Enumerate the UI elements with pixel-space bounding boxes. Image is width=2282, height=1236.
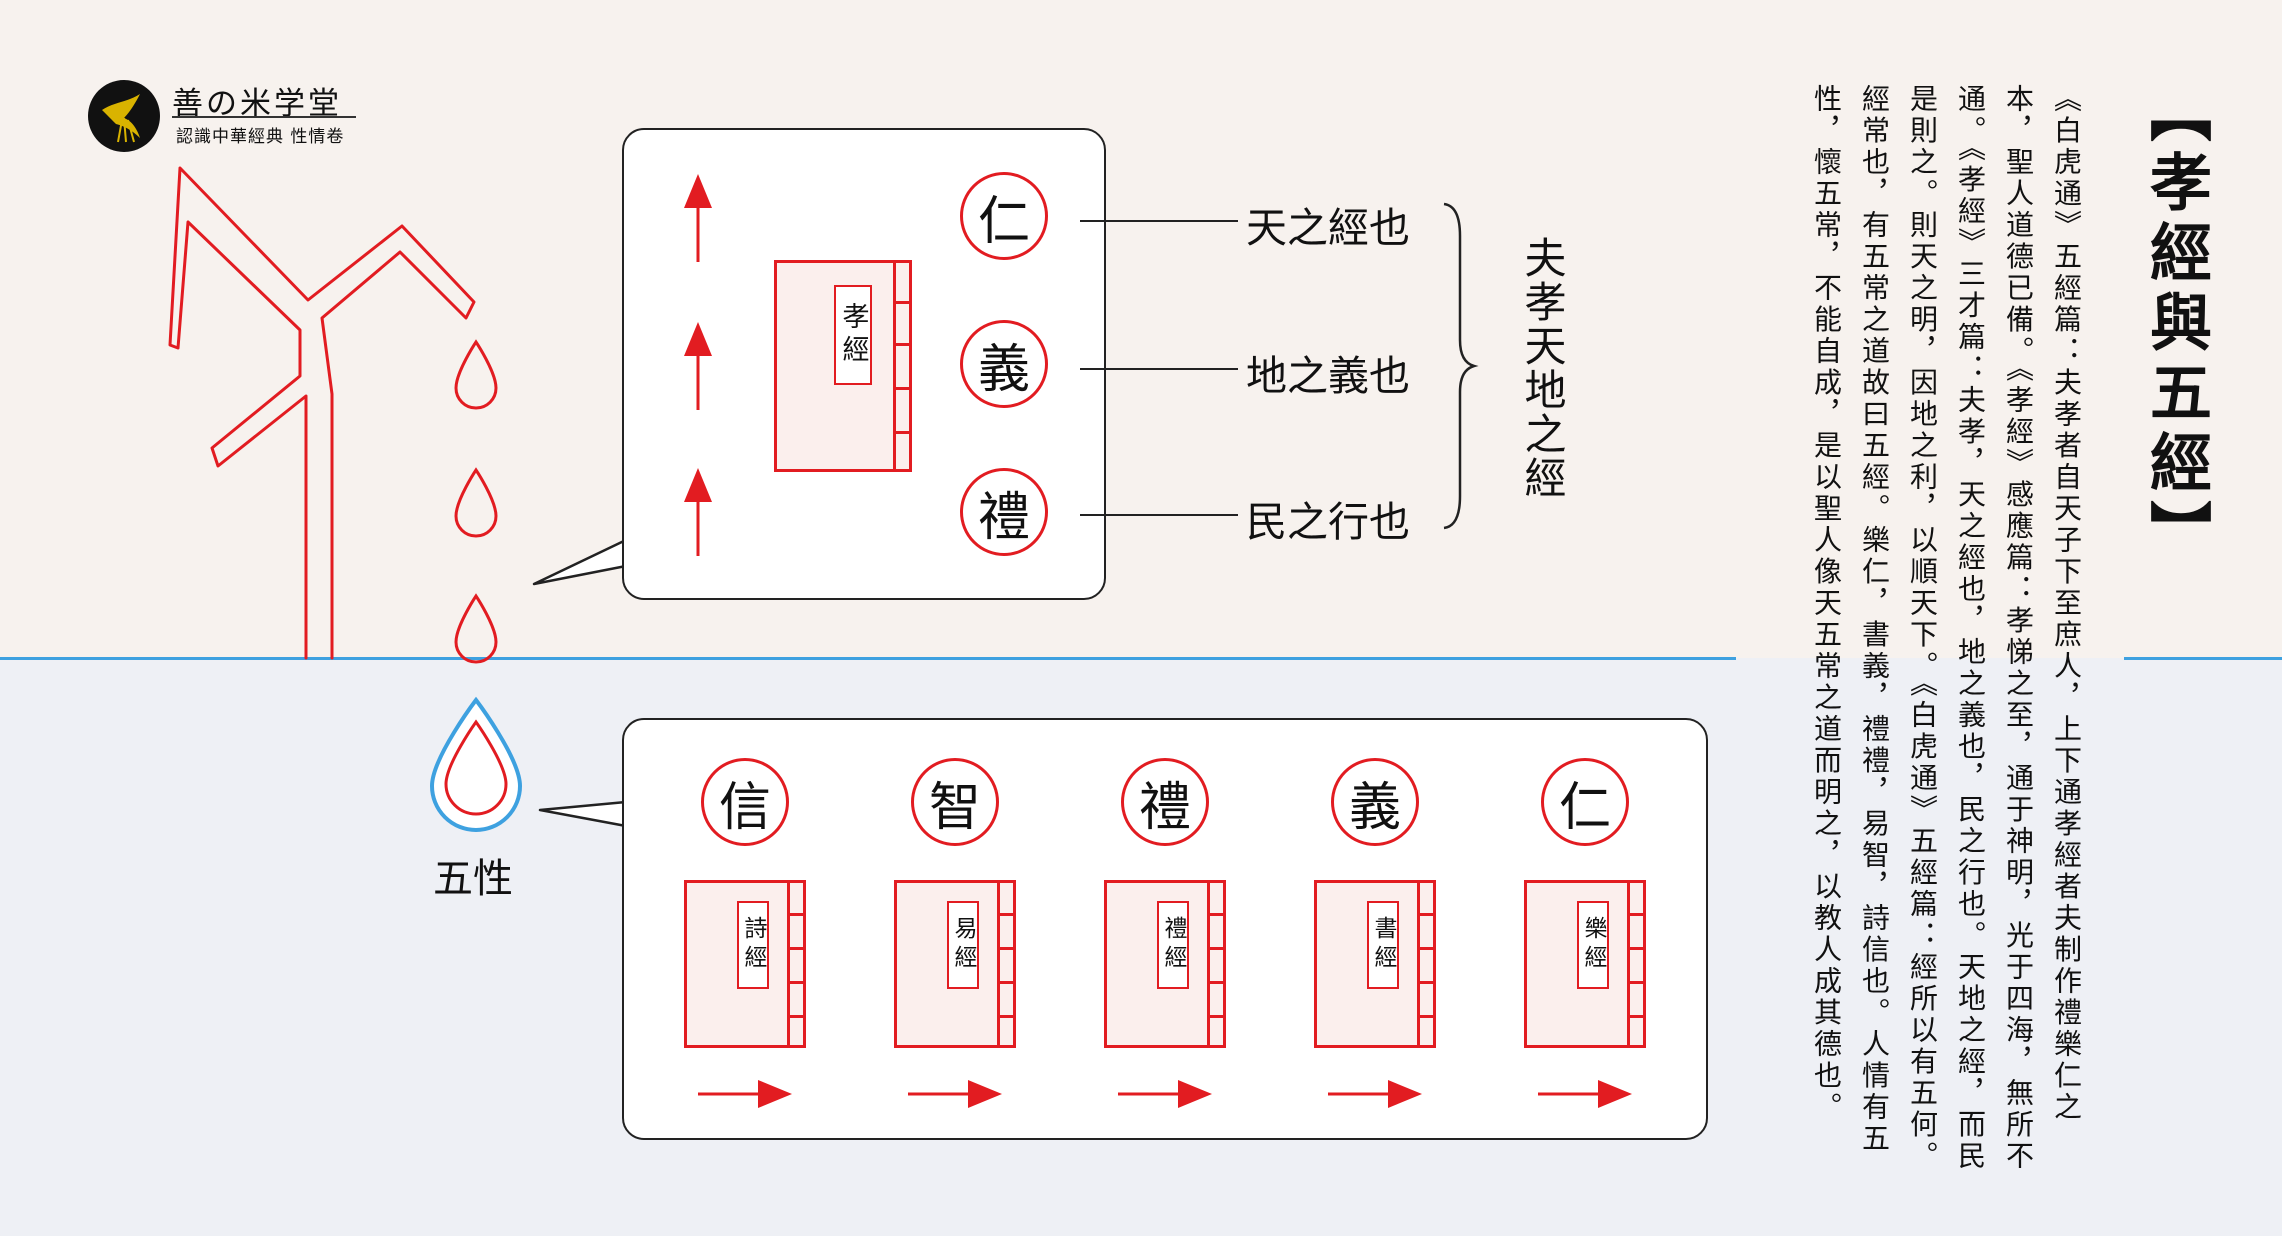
book-label-yijing: 易經	[947, 901, 979, 989]
brace	[1443, 202, 1479, 530]
arrow-right-icon	[1328, 1080, 1422, 1108]
book-icon-lijing: 禮經	[1104, 880, 1226, 1048]
logo-subtitle: 認識中華經典 性情卷	[176, 127, 345, 147]
golden-bird-icon	[102, 94, 140, 143]
virtue-circle-zhi: 智	[911, 758, 999, 846]
seed-drop-icon	[429, 696, 523, 832]
water-drops	[454, 339, 498, 664]
virtue-circle-yi: 義	[960, 320, 1048, 408]
label-people: 民之行也	[1246, 498, 1410, 546]
book-label-shijing: 詩經	[737, 901, 769, 989]
book-label-lijing: 禮經	[1157, 901, 1189, 989]
arrow-right-icon	[1118, 1080, 1212, 1108]
five-natures-label: 五性	[433, 856, 513, 902]
virtue-circle-li-bottom: 禮	[1121, 758, 1209, 846]
book-icon-shijing: 詩經	[684, 880, 806, 1048]
virtue-circle-yi-bottom: 義	[1331, 758, 1419, 846]
virtue-circle-ren: 仁	[960, 172, 1048, 260]
label-earth: 地之義也	[1246, 352, 1410, 400]
connector-line	[1080, 368, 1238, 370]
xiaojing-book-icon: 孝經	[774, 260, 912, 472]
book-label-shujing: 書經	[1367, 901, 1399, 989]
article-title: 【孝經與五經】	[2139, 80, 2212, 570]
plant-icon	[168, 166, 476, 660]
virtue-circle-xin: 信	[701, 758, 789, 846]
drop-icon	[454, 593, 498, 664]
virtue-circle-li: 禮	[960, 468, 1048, 556]
book-label-yuejing: 樂經	[1577, 901, 1609, 989]
logo-divider	[172, 116, 356, 118]
logo	[88, 80, 160, 152]
xiaojing-book-label: 孝經	[834, 285, 872, 385]
arrow-right-icon	[908, 1080, 1002, 1108]
book-icon-yijing: 易經	[894, 880, 1016, 1048]
arrow-right-icon	[1538, 1080, 1632, 1108]
horizon-line-right	[2124, 657, 2282, 660]
drop-icon	[454, 339, 498, 410]
book-icon-shujing: 書經	[1314, 880, 1436, 1048]
arrow-right-icon	[698, 1080, 792, 1108]
label-heaven: 天之經也	[1246, 204, 1410, 252]
horizon-line	[0, 657, 1736, 660]
connector-line	[1080, 220, 1238, 222]
article-body: 《白虎通》五經篇：夫孝者自天子下至庶人，上下通孝經者夫制作禮樂仁之本，聖人道德已…	[1810, 84, 2083, 1173]
drop-icon	[454, 467, 498, 538]
virtue-circle-ren-bottom: 仁	[1541, 758, 1629, 846]
summary-text: 夫孝天地之經	[1518, 236, 1567, 500]
book-icon-yuejing: 樂經	[1524, 880, 1646, 1048]
connector-line	[1080, 514, 1238, 516]
